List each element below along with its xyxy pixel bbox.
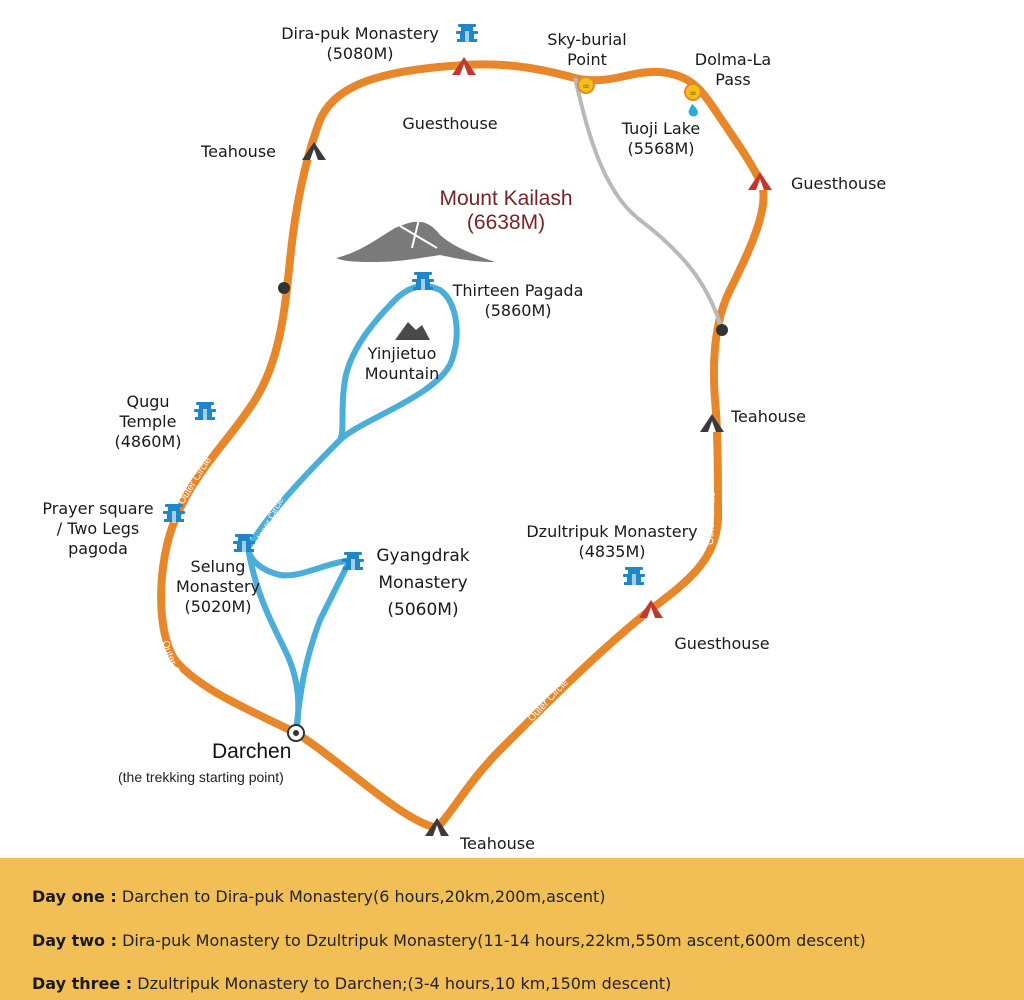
junction-dot-east [716,324,728,336]
outer-circle-label-e: Outer Circle [705,491,718,545]
darchen-label: Darchen [212,740,292,763]
darchen-start-marker [287,724,305,742]
day-three-text: Dzultripuk Monastery to Darchen;(3-4 hou… [137,974,672,993]
teahouse-south-label: Teahouse [460,834,535,853]
mount-kailash-label: Mount Kailash(6638M) [439,187,573,234]
shortcut-route [573,77,724,331]
outer-circle-label-nw: Outer Circle [176,455,214,506]
itinerary-panel: Day one : Darchen to Dira-puk Monastery(… [0,858,1024,1000]
itinerary-day-three: Day three : Dzultripuk Monastery to Darc… [32,974,671,993]
dzultripuk-monastery-label: Dzultripuk Monastery(4835M) [526,522,698,561]
day-one-text: Darchen to Dira-puk Monastery(6 hours,20… [121,887,606,906]
thirteen-pagoda-label: Thirteen Pagada(5860M) [452,281,584,320]
pagoda-icon-thirteen-pagoda [412,272,434,291]
teahouse-east-label: Teahouse [731,407,806,426]
svg-text:∞: ∞ [582,82,590,92]
dira-puk-label: Dira-puk Monastery(5080M) [281,24,439,63]
trek-map: Outer Circle Outer Circle Outer Circle O… [157,24,772,836]
pagoda-icon-qugu [194,402,216,421]
inner-circle-route [245,283,460,734]
pagoda-icon-dira-puk [456,24,478,43]
pagoda-icon-gyangdrak [342,552,364,571]
inner-circle-label-1: Inner Circle [255,496,285,541]
mountain-icon [395,322,430,340]
sky-burial-marker: ∞ [577,76,595,94]
guesthouse-north-label: Guesthouse [402,114,498,133]
darchen-note: (the trekking starting point) [118,769,284,785]
mount-kailash-sketch [336,214,495,262]
svg-text:∞: ∞ [689,89,697,99]
pagoda-icon-dzultripuk [623,567,645,586]
itinerary-day-one: Day one : Darchen to Dira-puk Monastery(… [32,887,606,906]
guesthouse-south-label: Guesthouse [674,634,770,653]
guesthouse-east-label: Guesthouse [791,174,887,193]
lake-icon [688,104,698,117]
outer-circle-label-se: Outer Circle [526,677,571,724]
pagoda-icon-selung [233,534,255,553]
guesthouse-icon-east [748,172,772,190]
itinerary-day-two: Day two : Dira-puk Monastery to Dzultrip… [32,931,866,950]
day-one-heading: Day one : [32,887,117,906]
day-two-heading: Day two : [32,931,117,950]
pagoda-icon-prayer-square [163,504,185,523]
tuoji-lake-label: Tuoji Lake(5568M) [621,119,701,158]
junction-dot-west [278,282,290,294]
day-three-heading: Day three : [32,974,133,993]
teahouse-icon-nw [302,142,326,160]
teahouse-nw-label: Teahouse [201,142,276,161]
outer-circle-route [157,60,768,832]
day-two-text: Dira-puk Monastery to Dzultripuk Monaste… [122,931,866,950]
dolma-la-marker: ∞ [684,83,702,101]
